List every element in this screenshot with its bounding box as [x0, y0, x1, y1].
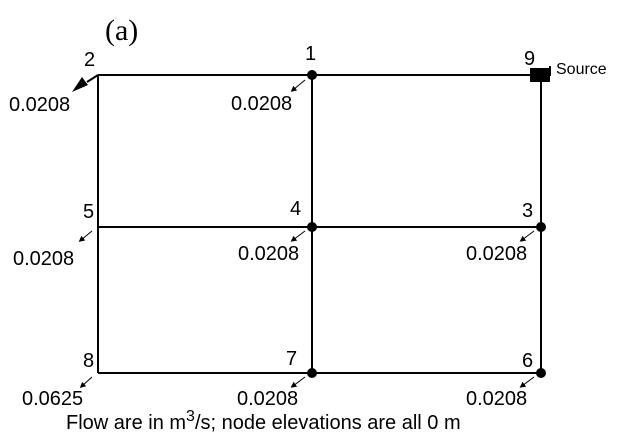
demand-arrow-node-4-icon — [290, 230, 306, 242]
panel-label: (a) — [105, 14, 138, 47]
demand-arrow-node-6-icon — [519, 376, 535, 388]
demand-arrows — [78, 79, 535, 389]
node-3-dot — [536, 222, 546, 232]
demand-arrow-node-8-icon — [79, 376, 93, 389]
demand-label: 0.0208 — [231, 93, 292, 115]
caption: Flow are in m3/s; node elevations are al… — [66, 408, 461, 434]
caption-superscript: 3 — [186, 408, 195, 425]
demand-arrow-node-5-icon — [78, 230, 93, 242]
arrowhead-node-2-icon — [72, 77, 88, 92]
demand-labels: 0.0208 0.0208 0.0208 0.0208 0.0208 0.062… — [9, 93, 527, 410]
node-id-label: 1 — [305, 43, 316, 65]
node-id-label: 5 — [83, 201, 94, 223]
node-id-label: 3 — [522, 200, 533, 222]
node-4-dot — [307, 222, 317, 232]
source-label: Source — [556, 61, 607, 78]
node-id-labels: 2 1 9 5 4 3 8 7 6 — [83, 43, 535, 372]
demand-arrow-node-1-icon — [290, 79, 306, 92]
demand-label: 0.0208 — [466, 388, 527, 410]
demand-label: 0.0208 — [238, 243, 299, 265]
demand-label: 0.0208 — [13, 248, 74, 270]
node-6-dot — [536, 368, 546, 378]
node-id-label: 4 — [290, 198, 301, 220]
node-id-label: 9 — [524, 48, 535, 70]
node-id-label: 6 — [522, 350, 533, 372]
pipes — [97, 74, 542, 374]
demand-label: 0.0208 — [237, 388, 298, 410]
node-7-dot — [307, 368, 317, 378]
demand-label: 0.0625 — [22, 388, 83, 410]
source-reservoir-icon — [530, 68, 550, 82]
node-id-label: 7 — [286, 348, 297, 370]
demand-arrow-node-2-icon — [86, 74, 99, 83]
caption-before: Flow are in m — [66, 412, 186, 434]
demand-arrow-node-7-icon — [290, 376, 306, 388]
node-id-label: 2 — [84, 49, 95, 71]
demand-arrow-node-3-icon — [519, 230, 535, 242]
junctions — [307, 70, 546, 378]
demand-label: 0.0208 — [466, 243, 527, 265]
demand-label: 0.0208 — [9, 94, 70, 116]
caption-after: /s; node elevations are all 0 m — [195, 412, 461, 434]
node-1-dot — [307, 70, 317, 80]
node-id-label: 8 — [83, 350, 94, 372]
